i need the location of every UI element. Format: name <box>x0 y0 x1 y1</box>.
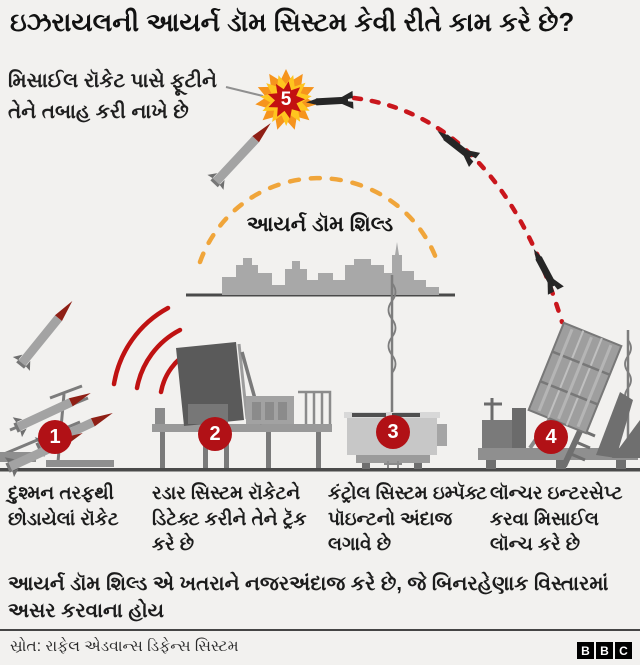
rack-rocket-icon <box>12 392 91 438</box>
enemy-rocket-icon <box>12 301 73 371</box>
step-badge-5: 5 <box>280 89 292 110</box>
interceptor-launcher <box>478 321 640 469</box>
interceptor-missile-icon <box>437 130 481 168</box>
step-badge-2: 2 <box>198 417 232 451</box>
footer-divider <box>0 629 640 631</box>
step-badge-1: 1 <box>38 420 72 454</box>
step-label-3: કંટ્રોલ સિસ્ટમ ઇમ્પૅક્ટ પૉઇન્ટનો અંદાજ લ… <box>328 482 488 555</box>
enemy-rocket-icon <box>207 123 271 190</box>
bbc-logo-letter: B <box>596 642 613 659</box>
iron-dome-shield-arc <box>197 175 439 265</box>
radar-system <box>152 342 332 468</box>
source-credit: સ્રોત: રાફેલ એડવાન્સ ડિફેન્સ સિસ્ટમ <box>10 638 239 655</box>
city-skyline-icon <box>222 242 439 295</box>
page-title: ઇઝરાયલની આયર્ન ડૉમ સિસ્ટમ કેવી રીતે કામ … <box>10 7 575 37</box>
footnote: આયર્ન ડૉમ શિલ્ડ એ ખતરાને નજરઅંદાજ કરે છે… <box>8 573 609 622</box>
bbc-logo: B B C <box>577 642 632 659</box>
annotation-leader-line <box>225 86 264 97</box>
step-label-4: લૉન્ચર ઇન્ટરસેપ્ટ કરવા મિસાઈલ લૉન્ચ કરે … <box>490 482 623 555</box>
ground-line <box>0 468 640 472</box>
dome-shield-label: આયર્ન ડૉમ શિલ્ડ <box>246 213 394 236</box>
annotation-step5: મિસાઈલ રૉકેટ પાસે ફૂટીને તેને તબાહ કરી ન… <box>8 70 217 123</box>
step-label-2: રડાર સિસ્ટમ રૉકેટને ડિટેક્ટ કરીને તેને ટ… <box>152 482 307 555</box>
bbc-logo-letter: B <box>577 642 594 659</box>
launcher-canister-icon <box>527 321 623 435</box>
interceptor-missile-icon <box>306 90 354 109</box>
step-badge-4: 4 <box>534 420 568 454</box>
bbc-logo-letter: C <box>615 642 632 659</box>
step-badge-3: 3 <box>376 415 410 449</box>
explosion-star-icon <box>255 69 317 130</box>
interceptor-missile-icon <box>533 249 564 295</box>
step-label-1: દુશ્મન તરફથી છોડાયેલાં રૉકેટ <box>8 482 119 529</box>
